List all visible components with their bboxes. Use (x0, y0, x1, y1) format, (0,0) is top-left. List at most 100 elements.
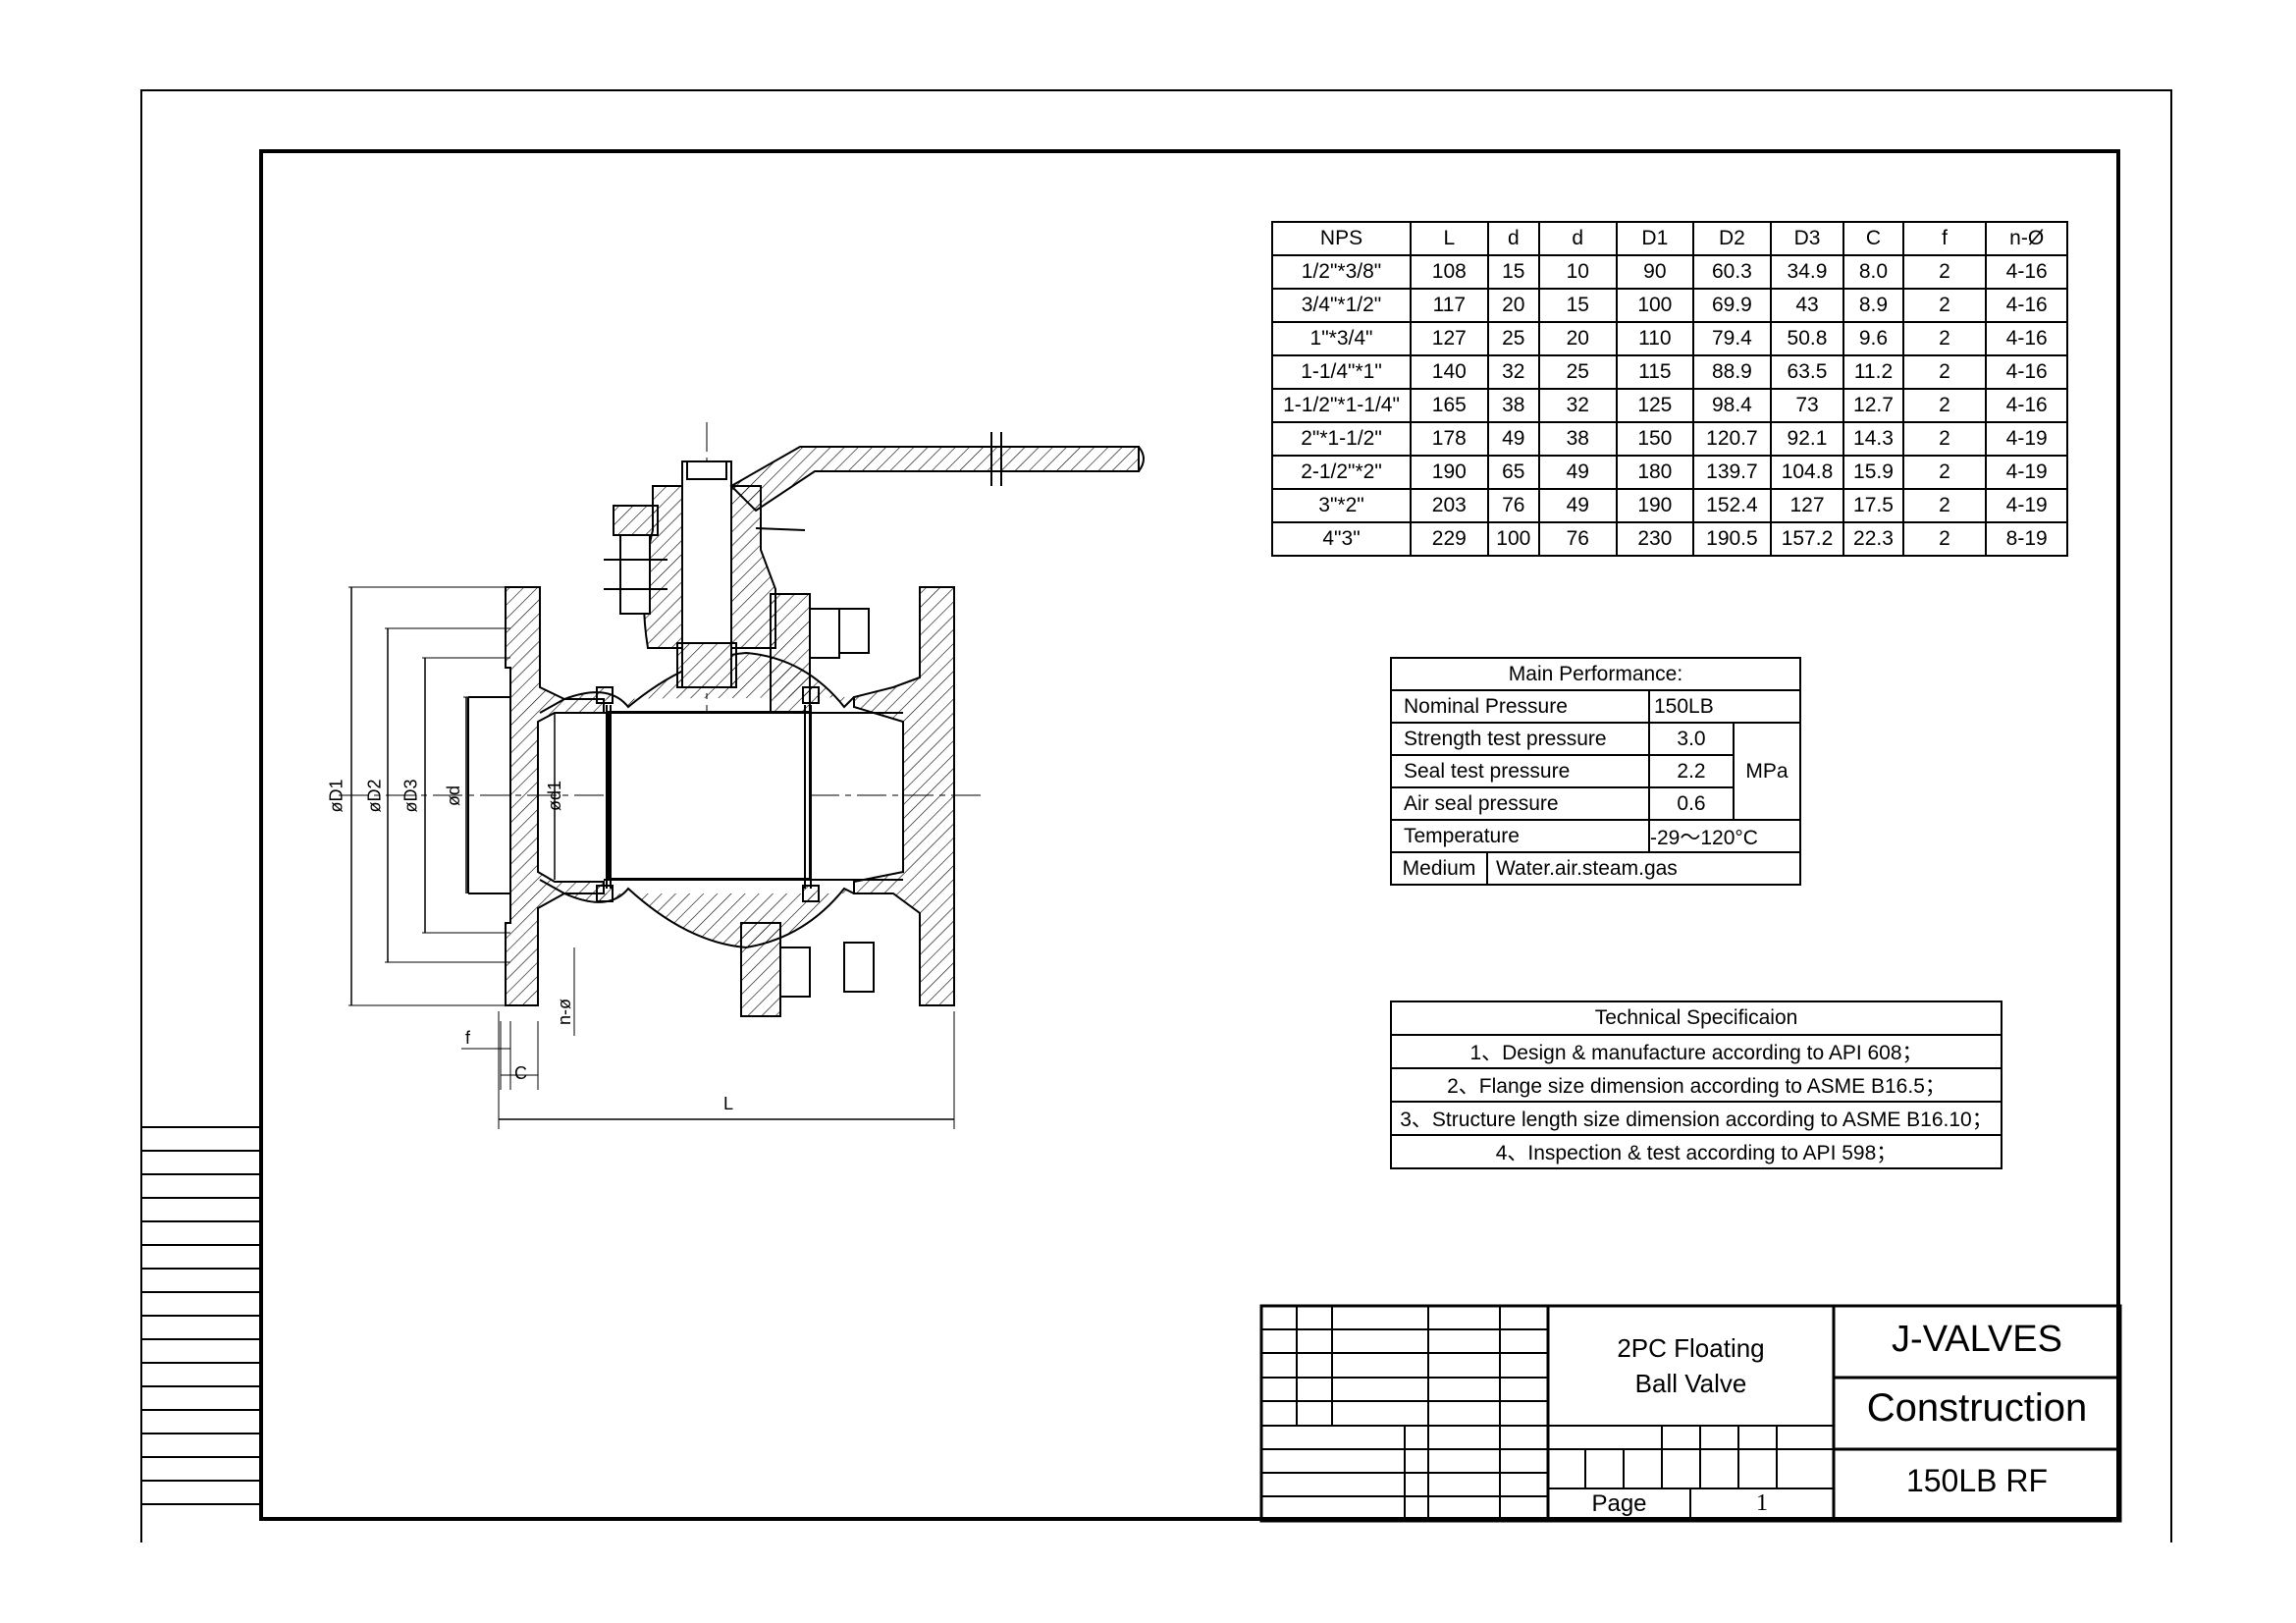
table-cell: 10 (1537, 254, 1618, 290)
table-cell: 100 (1486, 521, 1540, 557)
page-number: 1 (1756, 1490, 1768, 1516)
table-cell: 14.3 (1842, 421, 1904, 457)
table-cell: 104.8 (1769, 455, 1845, 490)
table-cell: 230 (1615, 521, 1695, 557)
header-cell: f (1901, 221, 1988, 256)
table-cell: 125 (1615, 388, 1695, 423)
table-cell: 25 (1537, 354, 1618, 390)
table-cell: 4-19 (1985, 421, 2068, 457)
strength-test-label: Strength test pressure (1390, 722, 1650, 756)
table-cell: 60.3 (1692, 254, 1772, 290)
header-cell: D1 (1615, 221, 1695, 256)
table-cell: 2 (1901, 421, 1988, 457)
table-cell: 139.7 (1692, 455, 1772, 490)
table-cell: 49 (1537, 488, 1618, 523)
table-cell: 49 (1537, 455, 1618, 490)
header-cell: L (1410, 221, 1489, 256)
seal-test-label: Seal test pressure (1390, 754, 1650, 788)
dimension-table-header: NPS L d d D1 D2 D3 C f n-Ø (1270, 221, 2068, 256)
table-cell: 8.9 (1842, 288, 1904, 323)
valve-section-view (339, 422, 1145, 1129)
table-cell: 127 (1769, 488, 1845, 523)
header-cell: n-Ø (1985, 221, 2068, 256)
table-cell: 4-19 (1985, 488, 2068, 523)
dim-label-n-phi: n-ø (555, 999, 574, 1025)
table-cell: 4-16 (1985, 354, 2068, 390)
table-cell: 15 (1537, 288, 1618, 323)
medium-label: Medium (1390, 851, 1488, 886)
table-cell: 98.4 (1692, 388, 1772, 423)
seal-test-value: 2.2 (1648, 754, 1735, 788)
table-cell: 140 (1410, 354, 1489, 390)
dim-label-l: L (723, 1094, 734, 1113)
table-cell: 8.0 (1842, 254, 1904, 290)
table-cell: 120.7 (1692, 421, 1772, 457)
dim-label-f: f (465, 1028, 471, 1048)
table-cell: 9.6 (1842, 321, 1904, 356)
dim-label-c: C (514, 1063, 527, 1083)
table-cell: 38 (1537, 421, 1618, 457)
table-cell: 65 (1486, 455, 1540, 490)
title-block-grid (1259, 1304, 2122, 1523)
page-label: Page (1591, 1490, 1647, 1517)
header-cell: d (1486, 221, 1540, 256)
table-cell: 38 (1486, 388, 1540, 423)
table-cell: 4-16 (1985, 388, 2068, 423)
table-cell: 4-16 (1985, 321, 2068, 356)
table-cell: 229 (1410, 521, 1489, 557)
sheet-border (140, 89, 2172, 1542)
strength-test-value: 3.0 (1648, 722, 1735, 756)
table-cell: 152.4 (1692, 488, 1772, 523)
table-cell: 190.5 (1692, 521, 1772, 557)
table-cell: 32 (1486, 354, 1540, 390)
table-cell: 165 (1410, 388, 1489, 423)
table-cell: 157.2 (1769, 521, 1845, 557)
table-cell: 17.5 (1842, 488, 1904, 523)
pressure-unit: MPa (1733, 722, 1801, 821)
table-cell: 203 (1410, 488, 1489, 523)
nominal-pressure-label: Nominal Pressure (1390, 689, 1650, 724)
header-cell: D3 (1769, 221, 1845, 256)
air-seal-label: Air seal pressure (1390, 786, 1650, 821)
table-cell: 115 (1615, 354, 1695, 390)
header-cell: NPS (1270, 221, 1413, 256)
table-cell: 4-16 (1985, 288, 2068, 323)
table-cell: 15 (1486, 254, 1540, 290)
table-cell: 15.9 (1842, 455, 1904, 490)
table-cell: 100 (1615, 288, 1695, 323)
spec-item: 2、Flange size dimension according to ASM… (1390, 1067, 2002, 1103)
table-cell: 32 (1537, 388, 1618, 423)
header-cell: d (1537, 221, 1618, 256)
table-cell: 2 (1901, 488, 1988, 523)
table-cell: 34.9 (1769, 254, 1845, 290)
table-cell: 20 (1486, 288, 1540, 323)
product-name-line2: Ball Valve (1634, 1369, 1747, 1398)
temperature-label: Temperature (1390, 819, 1650, 853)
table-cell: 92.1 (1769, 421, 1845, 457)
table-cell: 12.7 (1842, 388, 1904, 423)
table-cell: 180 (1615, 455, 1695, 490)
table-cell: 69.9 (1692, 288, 1772, 323)
table-cell: 79.4 (1692, 321, 1772, 356)
company-name: J-VALVES (1892, 1319, 2062, 1360)
main-performance-title: Main Performance: (1390, 657, 1801, 691)
header-cell: C (1842, 221, 1904, 256)
dim-label-od1: øD1 (326, 779, 347, 813)
rating: 150LB RF (1905, 1463, 2049, 1498)
table-cell: 1-1/2"*1-1/4" (1270, 388, 1413, 423)
dim-label-d: ød (444, 784, 464, 807)
table-cell: 49 (1486, 421, 1540, 457)
medium-value: Water.air.steam.gas (1486, 851, 1801, 886)
table-cell: 2 (1901, 321, 1988, 356)
table-cell: 25 (1486, 321, 1540, 356)
table-cell: 1/2"*3/8" (1270, 254, 1413, 290)
